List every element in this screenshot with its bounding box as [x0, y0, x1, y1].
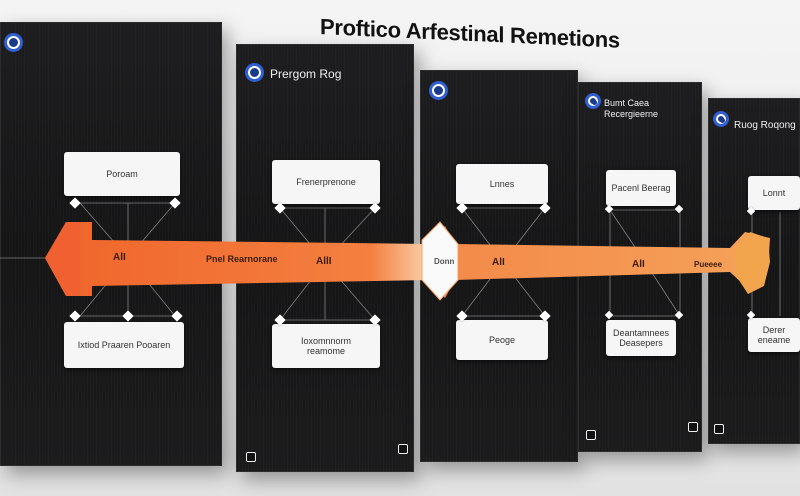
flow-label: Pnel Rearnorane — [206, 254, 278, 264]
flow-label: AlI — [113, 252, 126, 263]
panel-title: Bumt Caea Recergieerne — [604, 98, 659, 119]
panel-title: Ruog Roqong — [734, 120, 796, 131]
node-card[interactable]: Ixtiod Praaren Pooaren — [64, 322, 184, 368]
node-card[interactable]: Peoge — [456, 320, 548, 360]
node-card[interactable]: Deantamnees Deasepers — [606, 320, 676, 356]
panel-title: Prergom Rog — [270, 67, 342, 81]
node-card[interactable]: Ioxomnnorm reamome — [272, 324, 380, 368]
badge-icon — [432, 84, 445, 97]
flow-label: Donn — [434, 257, 455, 266]
node-card[interactable]: Pacenl Beerag — [606, 170, 676, 206]
corner-square-icon[interactable] — [688, 422, 698, 432]
badge-icon — [248, 66, 261, 79]
badge-icon — [588, 96, 598, 106]
flow-label: AlI — [632, 259, 645, 270]
node-card[interactable]: Derer eneame — [748, 318, 800, 352]
corner-square-icon[interactable] — [586, 430, 596, 440]
corner-square-icon[interactable] — [246, 452, 256, 462]
node-card[interactable]: Poroam — [64, 152, 180, 196]
badge-icon — [716, 114, 726, 124]
node-card[interactable]: Lnnes — [456, 164, 548, 204]
flow-label: AllI — [316, 256, 332, 267]
badge-icon — [7, 36, 20, 49]
corner-square-icon[interactable] — [714, 424, 724, 434]
flow-label: AlI — [492, 257, 505, 268]
corner-square-icon[interactable] — [398, 444, 408, 454]
flow-label: Pueeee — [694, 260, 723, 269]
node-card[interactable]: Lonnt — [748, 176, 800, 210]
node-card[interactable]: Frenerprenone — [272, 160, 380, 204]
